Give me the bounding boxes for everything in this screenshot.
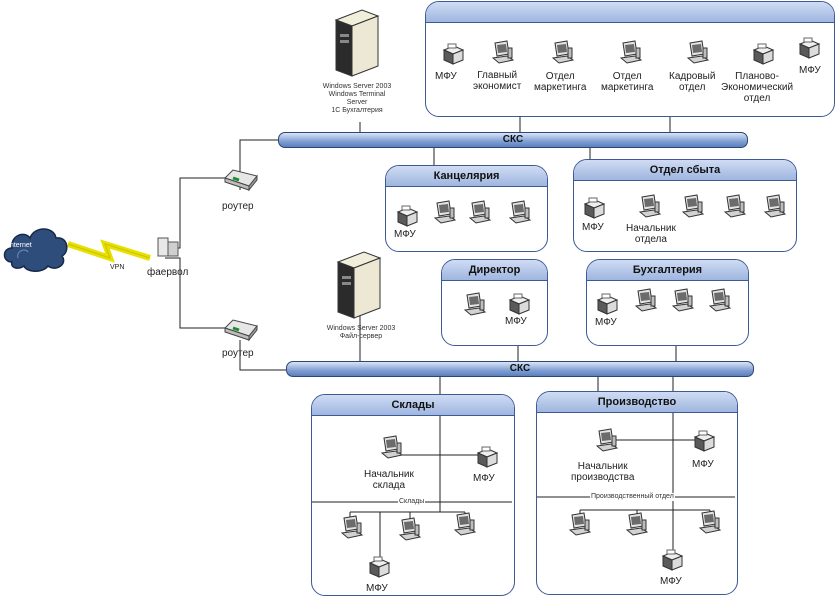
bus-top: СКС bbox=[278, 132, 748, 148]
router-bottom-label: роутер bbox=[222, 348, 254, 359]
server-icon bbox=[334, 9, 380, 77]
otdel-sbyta-box: Отдел сбыта bbox=[573, 159, 797, 252]
sklady-box: Склады bbox=[311, 394, 515, 596]
kancelaria-title: Канцелярия bbox=[433, 170, 500, 182]
top-marketing-1-label: Отдел маркетинга bbox=[534, 71, 587, 93]
server-top-line-2: Windows Terminal bbox=[328, 91, 386, 98]
top-group-header bbox=[426, 2, 834, 23]
proizvodstvo-head-label: Начальник производства bbox=[571, 461, 635, 483]
otdel-sbyta-header: Отдел сбыта bbox=[574, 160, 796, 181]
sklady-divider-label: Склады bbox=[398, 498, 426, 506]
top-hr-label: Кадровый отдел bbox=[669, 71, 716, 93]
sklady-mfu-right-label: МФУ bbox=[473, 473, 495, 484]
kancelaria-header: Канцелярия bbox=[386, 166, 547, 187]
buhgalteria-header: Бухгалтерия bbox=[587, 260, 748, 281]
internet-label: Internet bbox=[8, 242, 32, 249]
firewall-icon bbox=[157, 237, 179, 257]
proizvodstvo-divider-label: Производственный отдел bbox=[590, 493, 675, 501]
router-bottom bbox=[223, 318, 259, 342]
bus-bottom: СКС bbox=[286, 361, 754, 377]
server-icon bbox=[336, 251, 382, 319]
internet-cloud: Internet bbox=[2, 218, 70, 274]
server-bottom-line-2: Файл-сервер bbox=[339, 333, 383, 340]
server-top-line-1: Windows Server 2003 bbox=[322, 83, 392, 90]
router-top bbox=[223, 168, 259, 192]
bus-top-label: СКС bbox=[502, 134, 524, 145]
sklady-mfu-bottom-label: МФУ bbox=[366, 583, 388, 594]
direktor-box: Директор bbox=[441, 259, 548, 346]
proizvodstvo-box: Производство bbox=[536, 391, 738, 595]
router-icon bbox=[224, 169, 258, 192]
otdel-sbyta-mfu-label: МФУ bbox=[582, 222, 604, 233]
direktor-title: Директор bbox=[468, 264, 521, 276]
bus-bottom-label: СКС bbox=[509, 363, 531, 374]
sklady-head-label: Начальник склада bbox=[364, 469, 414, 491]
server-top-line-4: 1С Бухгалтерия bbox=[331, 107, 383, 114]
server-bottom bbox=[334, 248, 384, 320]
otdel-sbyta-head-label: Начальник отдела bbox=[626, 223, 676, 245]
top-mfu-left-label: МФУ bbox=[435, 71, 457, 82]
firewall-device bbox=[155, 236, 181, 258]
top-chief-economist-label: Главный экономист bbox=[473, 70, 522, 92]
vpn-label: VPN bbox=[110, 264, 125, 271]
server-top-line-3: Server bbox=[346, 99, 368, 106]
sklady-header: Склады bbox=[312, 395, 514, 416]
buhgalteria-mfu-label: МФУ bbox=[595, 317, 617, 328]
kancelaria-mfu-label: МФУ bbox=[394, 229, 416, 240]
direktor-mfu-label: МФУ bbox=[505, 316, 527, 327]
top-marketing-2-label: Отдел маркетинга bbox=[601, 71, 654, 93]
proizvodstvo-header: Производство bbox=[537, 392, 737, 413]
server-bottom-line-1: Windows Server 2003 bbox=[326, 325, 396, 332]
buhgalteria-title: Бухгалтерия bbox=[632, 264, 703, 276]
sklady-title: Склады bbox=[391, 399, 435, 411]
direktor-header: Директор bbox=[442, 260, 547, 281]
proizvodstvo-title: Производство bbox=[597, 396, 677, 408]
router-icon bbox=[224, 319, 258, 342]
firewall-label: фаервол bbox=[147, 267, 189, 278]
top-planning-label: Планово- Экономический отдел bbox=[721, 71, 794, 104]
otdel-sbyta-title: Отдел сбыта bbox=[649, 164, 721, 176]
proizvodstvo-mfu-right-label: МФУ bbox=[692, 459, 714, 470]
cloud-icon bbox=[3, 228, 68, 272]
server-top bbox=[332, 6, 382, 78]
top-mfu-right-label: МФУ bbox=[799, 65, 821, 76]
router-top-label: роутер bbox=[222, 201, 254, 212]
proizvodstvo-mfu-bottom-label: МФУ bbox=[660, 576, 682, 587]
